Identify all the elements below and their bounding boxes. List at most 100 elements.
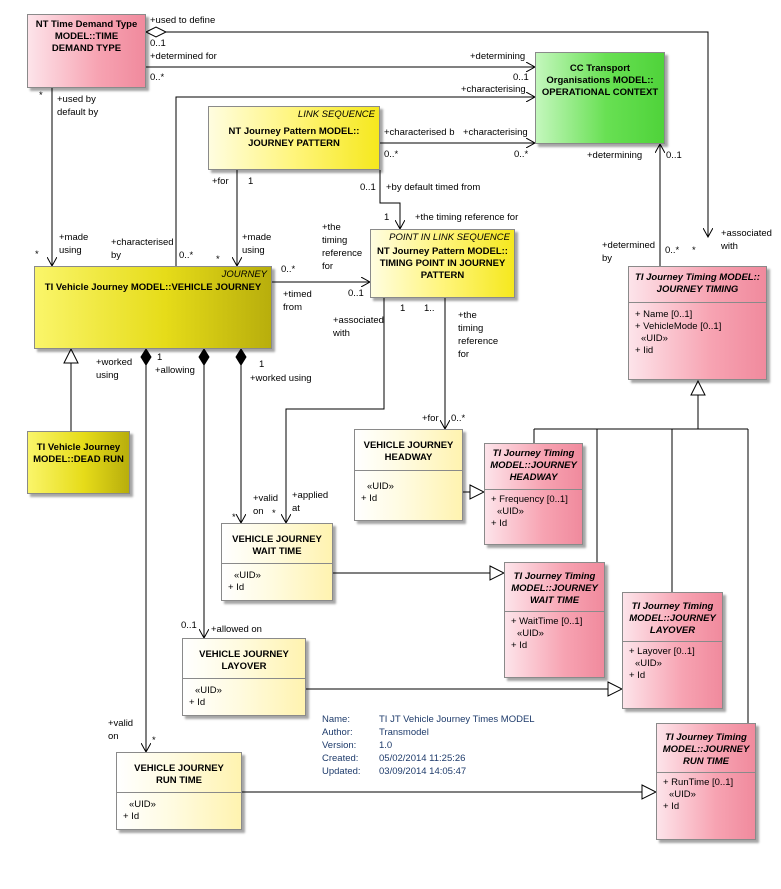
role-label: +worked <box>96 357 133 368</box>
class-name: HEADWAY <box>509 472 558 483</box>
class-name: RUN TIME <box>156 775 202 786</box>
multiplicity-label: 0..* <box>150 72 165 83</box>
class-name: JOURNEY TIMING <box>656 284 739 295</box>
uid-stereotype: «UID» <box>635 658 662 669</box>
class-vj-run-time[interactable]: VEHICLE JOURNEY RUN TIME «UID» + Id <box>116 752 242 830</box>
class-stereotype: POINT IN LINK SEQUENCE <box>389 232 510 243</box>
class-attribute: + VehicleMode [0..1] <box>635 321 722 332</box>
class-journey-pattern[interactable]: LINK SEQUENCE NT Journey Pattern MODEL::… <box>208 106 380 170</box>
diagram-metadata: Name:TI JT Vehicle Journey Times MODEL A… <box>322 713 535 778</box>
metadata-row: Created:05/02/2014 11:25:26 <box>322 752 535 765</box>
class-vj-headway[interactable]: VEHICLE JOURNEY HEADWAY «UID» + Id <box>354 429 463 521</box>
uid-stereotype: «UID» <box>367 481 394 492</box>
multiplicity-label: * <box>152 735 156 746</box>
class-name: DEMAND TYPE <box>51 43 122 54</box>
class-name: Organisations MODEL:: <box>546 75 654 86</box>
role-label: +characterising <box>461 84 526 95</box>
multiplicity-label: * <box>216 254 220 265</box>
class-time-demand-type[interactable]: NT Time Demand Type MODEL::TIME DEMAND T… <box>27 14 146 88</box>
class-name: TI Journey Timing <box>513 571 596 582</box>
multiplicity-label: 1 <box>157 352 163 363</box>
uid-stereotype: «UID» <box>234 570 261 581</box>
class-name: CC Transport <box>569 63 631 74</box>
class-separator <box>657 772 755 773</box>
class-jt-headway[interactable]: TI Journey Timing MODEL::JOURNEY HEADWAY… <box>484 443 583 545</box>
class-name: NT Journey Pattern MODEL:: <box>228 126 360 137</box>
role-label: by <box>111 250 122 261</box>
class-name: TIMING POINT IN JOURNEY <box>379 258 506 269</box>
class-attribute: + Layover [0..1] <box>629 646 695 657</box>
role-label: using <box>242 245 265 256</box>
role-label: for <box>322 261 334 272</box>
role-label: +applied <box>292 490 329 501</box>
class-name: JOURNEY PATTERN <box>248 138 340 149</box>
multiplicity-label: 0..* <box>281 264 296 275</box>
class-separator <box>183 678 305 679</box>
role-label: +the <box>322 222 341 233</box>
class-name: OPERATIONAL CONTEXT <box>541 87 659 98</box>
role-label: for <box>458 349 470 360</box>
metadata-row: Name:TI JT Vehicle Journey Times MODEL <box>322 713 535 726</box>
class-vj-layover[interactable]: VEHICLE JOURNEY LAYOVER «UID» + Id <box>182 638 306 716</box>
class-journey-timing[interactable]: TI Journey Timing MODEL:: JOURNEY TIMING… <box>628 266 767 380</box>
role-label: +characterised <box>111 237 174 248</box>
multiplicity-label: * <box>35 249 39 260</box>
class-attribute: + Id <box>123 811 140 822</box>
metadata-row: Updated:03/09/2014 14:05:47 <box>322 765 535 778</box>
class-jt-wait-time[interactable]: TI Journey Timing MODEL::JOURNEY WAIT TI… <box>504 562 605 678</box>
multiplicity-label: * <box>272 508 276 519</box>
role-label: on <box>253 506 264 517</box>
class-separator <box>485 489 582 490</box>
assoc-timing-point-wait-time <box>286 298 385 523</box>
role-label: +characterising <box>463 127 528 138</box>
class-dead-run[interactable]: TI Vehicle Journey MODEL::DEAD RUN <box>27 431 130 494</box>
role-label: +determining <box>470 51 526 62</box>
class-jt-layover[interactable]: TI Journey Timing MODEL::JOURNEY LAYOVER… <box>622 592 723 709</box>
class-attribute: + Name [0..1] <box>635 309 693 320</box>
role-label: +allowing <box>155 365 195 376</box>
multiplicity-label: 1 <box>259 359 265 370</box>
class-name: TI Journey Timing <box>492 448 575 459</box>
class-vj-wait-time[interactable]: VEHICLE JOURNEY WAIT TIME «UID» + Id <box>221 523 333 601</box>
class-separator <box>623 641 722 642</box>
multiplicity-label: 1.. <box>424 303 435 314</box>
multiplicity-label: * <box>39 90 43 101</box>
uid-stereotype: «UID» <box>641 333 668 344</box>
role-label: timing <box>322 235 348 246</box>
metadata-key: Created: <box>322 753 359 764</box>
role-label: using <box>59 245 82 256</box>
class-name: TI Vehicle Journey <box>36 442 121 453</box>
role-label: +made <box>242 232 272 243</box>
class-name: MODEL::TIME <box>54 31 119 42</box>
role-label: +valid <box>108 718 134 729</box>
multiplicity-label: 0..1 <box>150 38 166 49</box>
class-name: LAYOVER <box>221 661 267 672</box>
role-label: +valid <box>253 493 279 504</box>
metadata-value: 03/09/2014 14:05:47 <box>379 766 467 777</box>
role-label: +allowed on <box>211 624 262 635</box>
metadata-key: Author: <box>322 727 353 738</box>
diamond-worked-using-run <box>140 348 152 366</box>
role-label: +timed <box>283 289 312 300</box>
class-name: WAIT TIME <box>529 595 580 606</box>
class-stereotype: JOURNEY <box>221 269 267 280</box>
class-separator <box>629 302 766 303</box>
class-timing-point-in-journey-pattern[interactable]: POINT IN LINK SEQUENCE NT Journey Patter… <box>370 229 515 298</box>
class-attribute: + Id <box>361 493 378 504</box>
class-operational-context[interactable]: CC Transport Organisations MODEL:: OPERA… <box>535 52 665 144</box>
class-vehicle-journey[interactable]: JOURNEY TI Vehicle Journey MODEL::VEHICL… <box>34 266 272 349</box>
class-name: MODEL::JOURNEY <box>662 744 750 755</box>
role-label: +determined for <box>150 51 217 62</box>
class-jt-run-time[interactable]: TI Journey Timing MODEL::JOURNEY RUN TIM… <box>656 723 756 840</box>
class-attribute: + Id <box>511 640 528 651</box>
role-label: with <box>333 328 350 339</box>
uid-stereotype: «UID» <box>517 628 544 639</box>
role-label: +by default timed from <box>386 182 481 193</box>
assoc-time-demand-to-journey-timing <box>146 31 708 237</box>
role-label: reference <box>458 336 499 347</box>
multiplicity-label: 1 <box>400 303 406 314</box>
role-label: on <box>108 731 119 742</box>
multiplicity-label: 0..* <box>665 245 680 256</box>
class-name: NT Time Demand Type <box>35 19 138 30</box>
role-label: +the timing reference for <box>415 212 519 223</box>
